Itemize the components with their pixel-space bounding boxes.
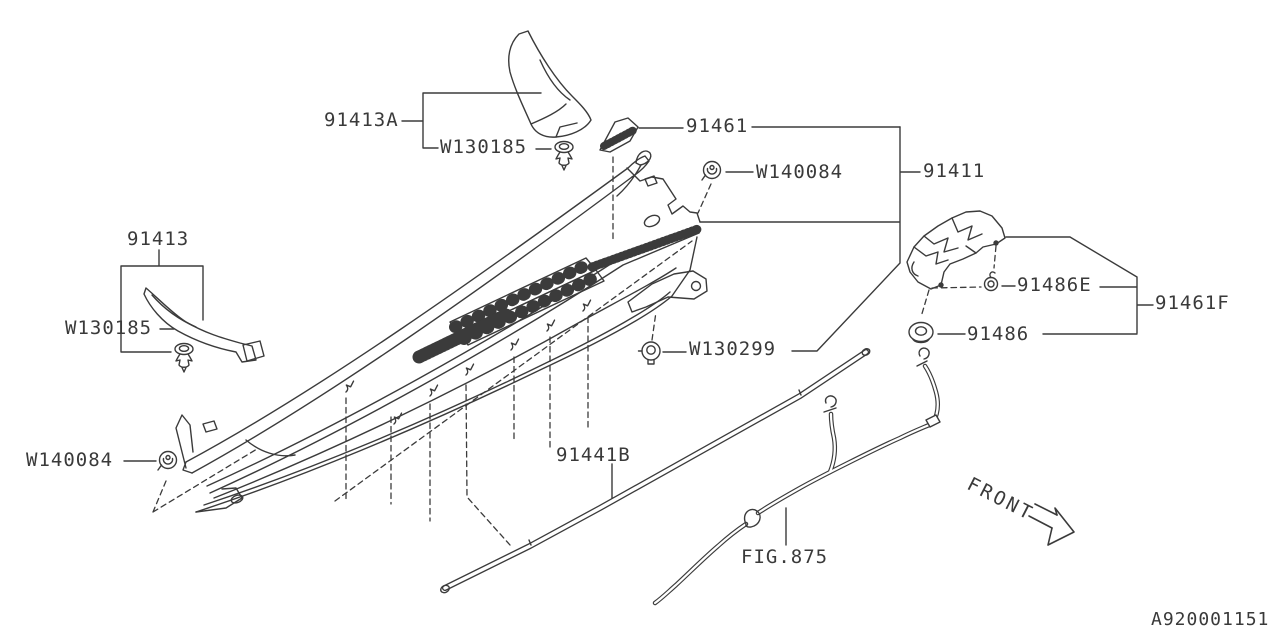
callout-w130185-top: W130185: [440, 136, 528, 158]
callout-91461: 91461: [686, 115, 749, 137]
callout-w140084-top: W140084: [756, 161, 844, 183]
callout-91461f: 91461F: [1155, 292, 1230, 314]
callout-91441b: 91441B: [556, 444, 631, 466]
screw-grommet-icon: [637, 341, 661, 365]
cowl-panel-drawing: [176, 151, 707, 512]
ring-clip-icon: [983, 271, 999, 292]
callout-w130185-left: W130185: [65, 317, 153, 339]
washer-hose-drawing: [655, 348, 940, 603]
bracket-assembly-drawing: [907, 211, 1005, 289]
plug-grommet-icon: [908, 321, 934, 344]
cowl-side-panel-left-drawing: [144, 288, 264, 362]
callout-w140084-bottom: W140084: [26, 449, 114, 471]
callout-91413: 91413: [127, 228, 190, 250]
figure-reference-label: FIG.875: [741, 546, 829, 568]
callout-91413a: 91413A: [324, 109, 399, 131]
drawing-number: A920001151: [1151, 609, 1270, 630]
callout-91486e: 91486E: [1017, 274, 1092, 296]
callout-w130299: W130299: [689, 338, 777, 360]
front-arrow-icon: [1029, 504, 1074, 545]
hidden-dashed-lines: [153, 157, 996, 545]
grommet-clip-icon-bottom: [157, 450, 178, 471]
seal-strip-drawing: [439, 347, 871, 594]
pushpin-clip-icon-top: [554, 140, 574, 171]
callout-91411: 91411: [923, 160, 986, 182]
cowl-side-panel-top-drawing: [509, 31, 591, 137]
grommet-clip-icon-top: [701, 160, 722, 181]
callout-91486: 91486: [967, 323, 1030, 345]
cowl-lid-drawing: [600, 118, 638, 152]
leader-lines: [121, 93, 1153, 545]
pushpin-clip-icon-left: [174, 342, 194, 373]
